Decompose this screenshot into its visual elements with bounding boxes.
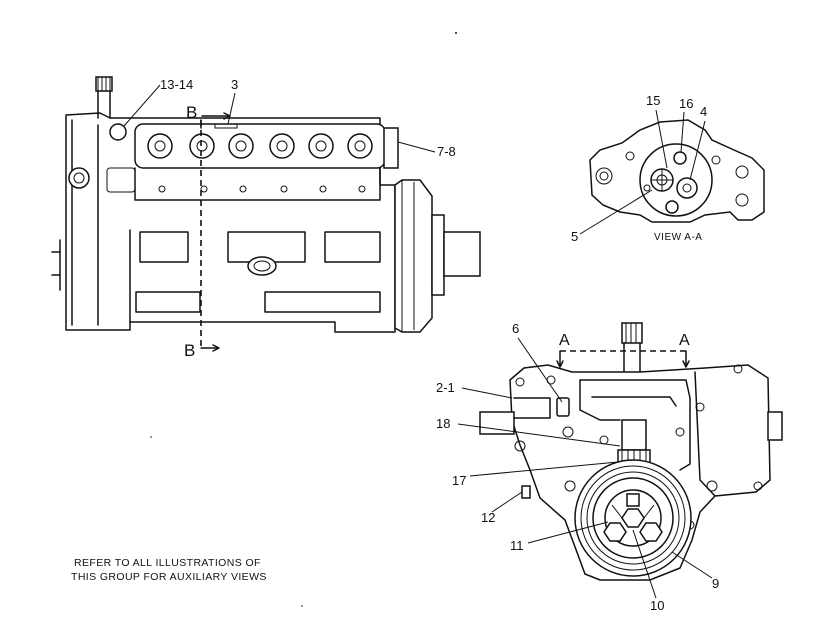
callout-13-14: 13-14 [160,77,193,92]
view-a-a [589,119,765,223]
callout-17: 17 [452,473,466,488]
front-view-callouts: 6 2-1 18 17 12 11 10 9 [436,321,719,613]
callout-7-8: 7-8 [437,144,456,159]
callout-2-1: 2-1 [436,380,455,395]
note-line-2: THIS GROUP FOR AUXILIARY VIEWS [71,571,267,583]
side-view-callouts: 13-14 3 7-8 B B [123,77,456,360]
callout-5: 5 [571,229,578,244]
callout-10: 10 [650,598,664,613]
section-label-b-top: B [186,103,197,122]
auxiliary-views-note: REFER TO ALL ILLUSTRATIONS OF THIS GROUP… [71,557,267,583]
callout-6: 6 [512,321,519,336]
callout-16: 16 [679,96,693,111]
callout-18: 18 [436,416,450,431]
callout-3: 3 [231,77,238,92]
pump-front-view: A A [479,322,783,581]
view-a-a-title: VIEW A-A [654,232,702,243]
stray-dots [150,32,457,607]
view-a-a-callouts: 15 16 4 5 VIEW A-A [571,93,707,244]
callout-11: 11 [510,538,524,553]
section-label-a-left: A [559,332,570,349]
callout-12: 12 [481,510,495,525]
section-label-b-bottom: B [184,341,195,360]
callout-9: 9 [712,576,719,591]
note-line-1: REFER TO ALL ILLUSTRATIONS OF [74,557,261,569]
section-label-a-right: A [679,332,690,349]
pump-side-view [51,76,481,352]
callout-15: 15 [646,93,660,108]
callout-4: 4 [700,104,707,119]
